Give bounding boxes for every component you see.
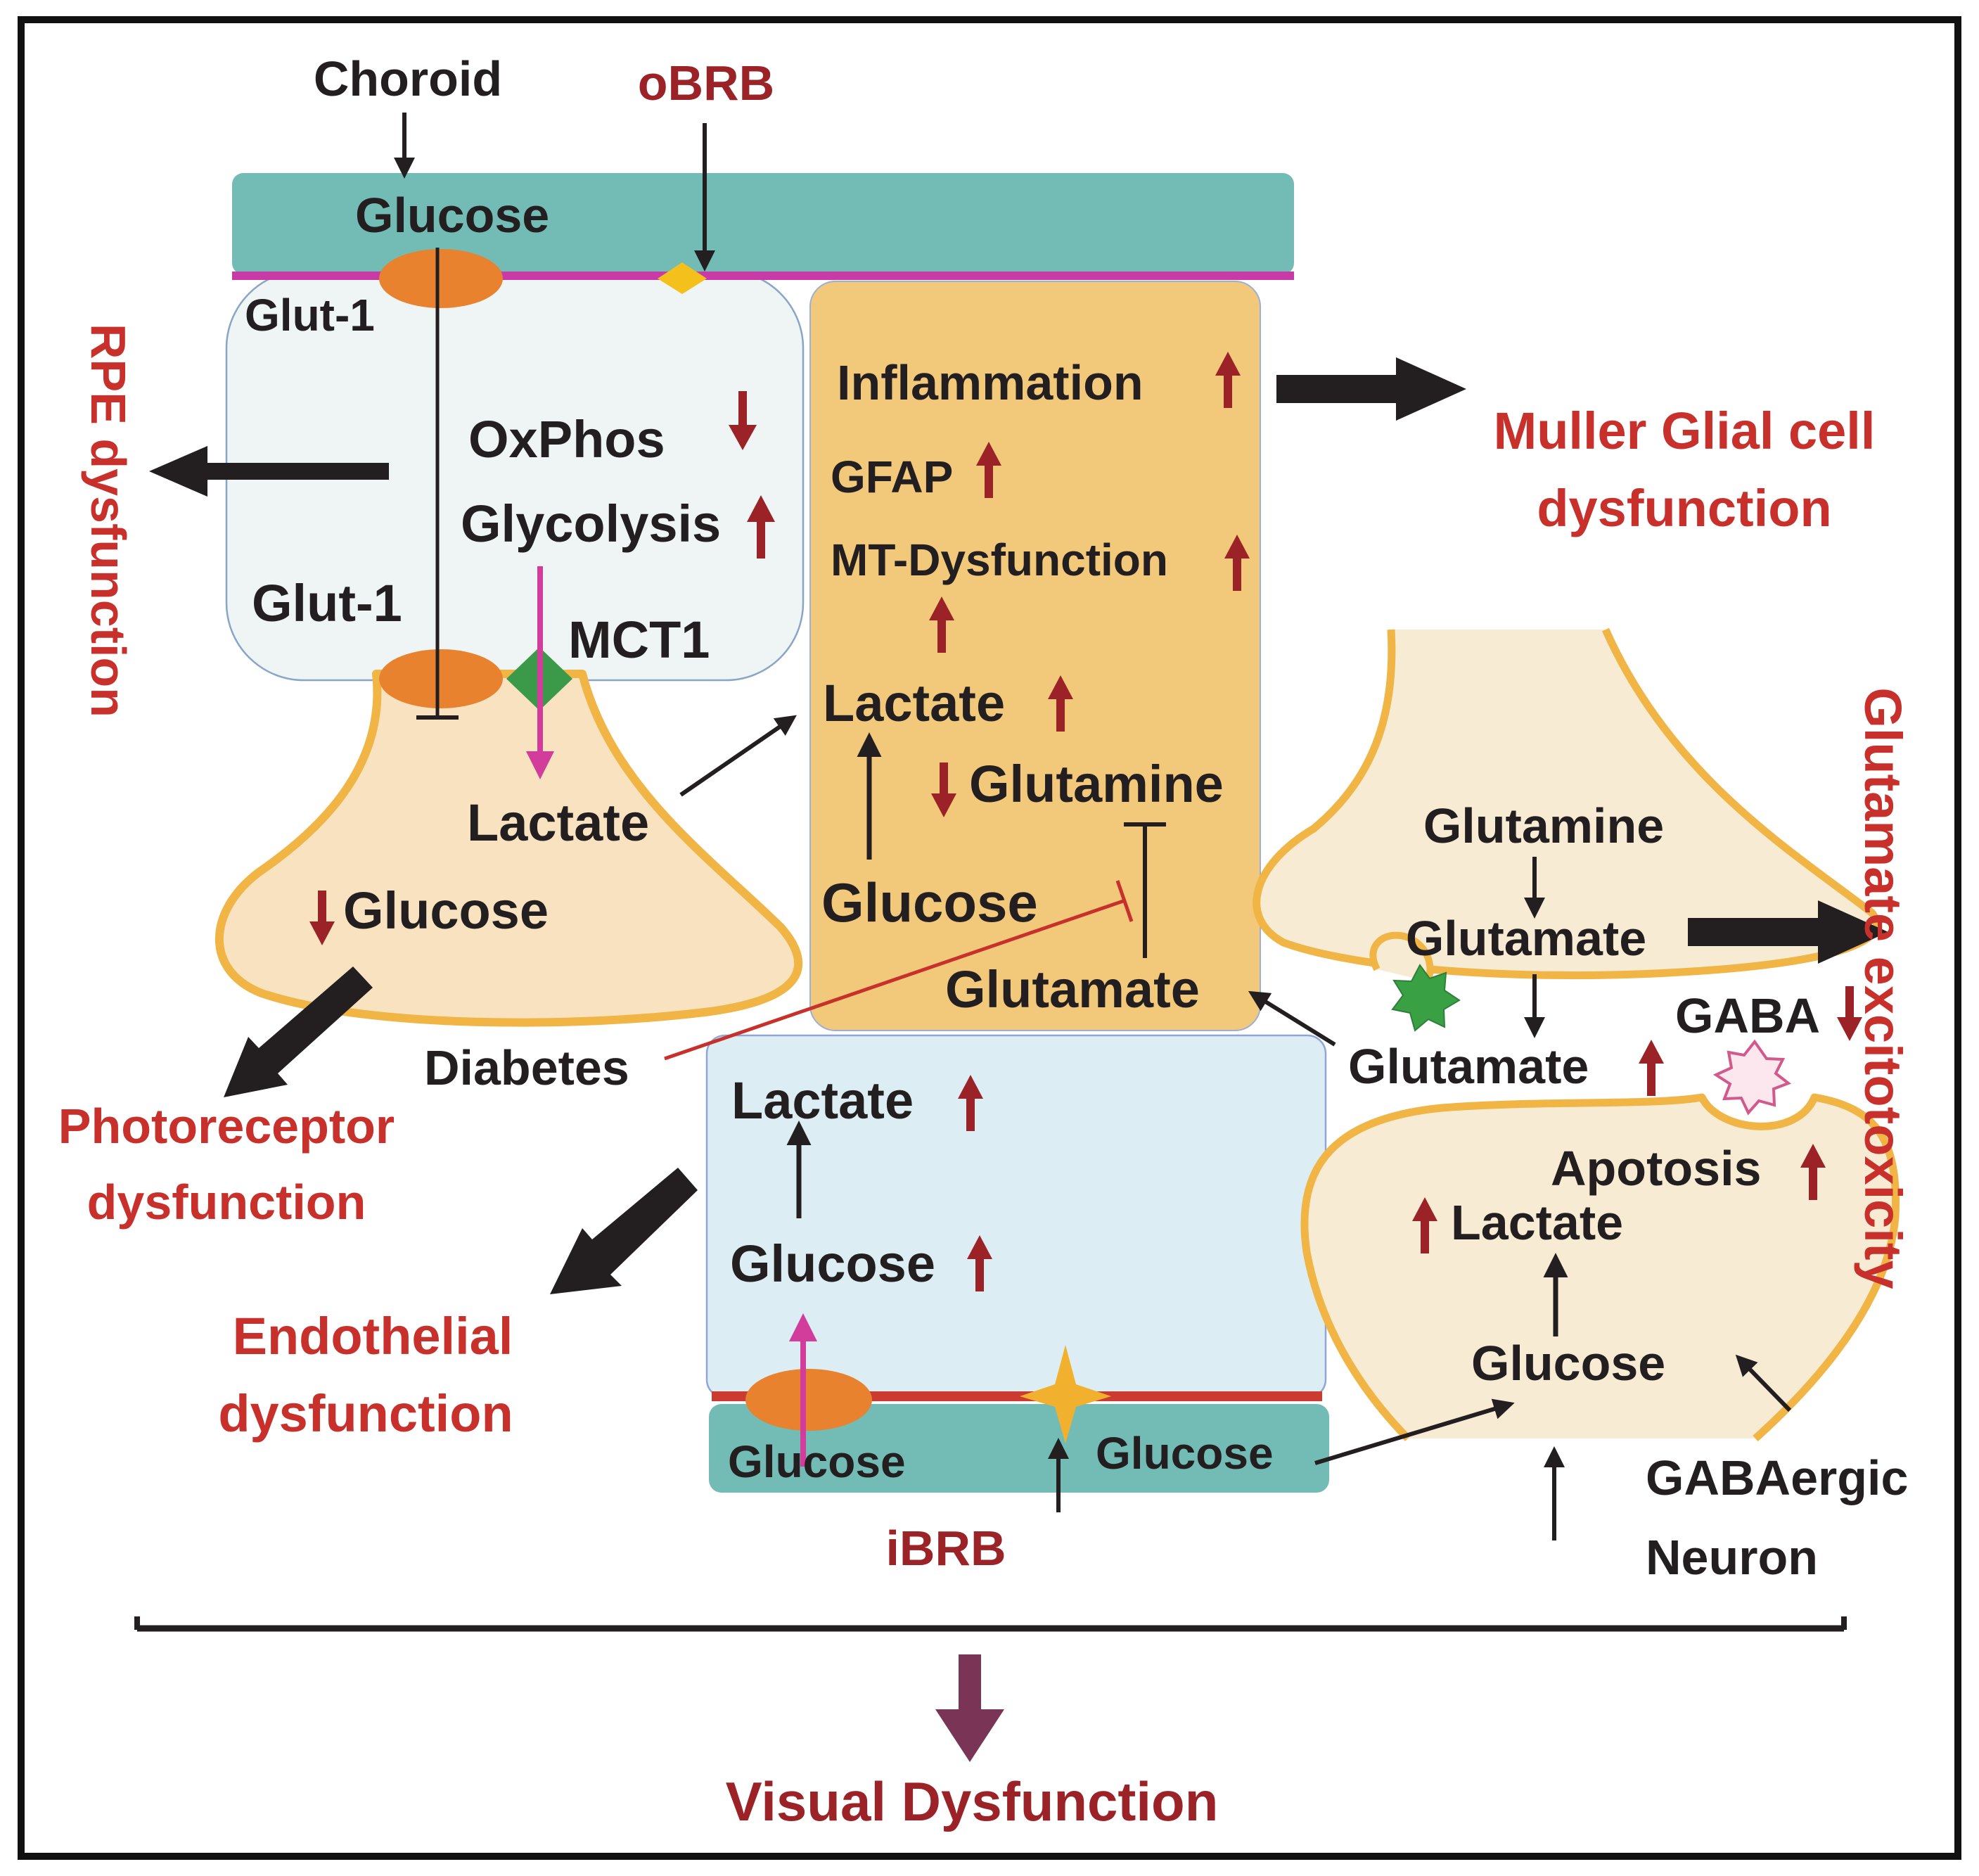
rpe-dysfunction-label: RPE dysfunction [81, 324, 136, 717]
glutamate-excitotoxicity-arrow [1688, 900, 1888, 964]
mt-extra-up-arrow-icon [929, 596, 954, 653]
lactate-to-muller-arrow [679, 715, 797, 797]
muller-glutamine-label: Glutamine [969, 755, 1224, 813]
endothelial-dysfunction-line1: Endothelial [233, 1307, 513, 1365]
ibrb-tight-junction-icon [1020, 1345, 1111, 1443]
glucose-to-neuron-arrow [1314, 1398, 1515, 1465]
gaba-down-arrow-icon [1837, 986, 1862, 1041]
pr-glucose-label: Glucose [343, 881, 549, 940]
diabetes-label: Diabetes [424, 1040, 629, 1095]
gfap-up-arrow-icon [976, 442, 1001, 498]
pr-glucose-down-arrow-icon [309, 891, 335, 945]
neuron-glucose-label: Glucose [1471, 1336, 1665, 1391]
visual-dysfunction-arrow [935, 1654, 1004, 1762]
mt-dysfunction-label: MT-Dysfunction [831, 535, 1168, 585]
endo-glucose-label: Glucose [730, 1234, 935, 1293]
gabaergic-label-arrow [1735, 1354, 1792, 1412]
gabaergic-neuron-line2: Neuron [1646, 1530, 1818, 1585]
choroid-label: Choroid [314, 51, 502, 106]
rpe-dysfunction-arrow [149, 446, 389, 497]
synapse-to-muller-glutamate-arrow [1248, 990, 1336, 1047]
rpe-glucose-label: Glucose [355, 188, 549, 243]
mt-dysfunction-up-arrow-icon [1224, 535, 1250, 591]
gabaergic-neuron-line1: GABAergic [1646, 1450, 1908, 1505]
muller-glial-cell [809, 281, 1261, 1031]
inflammation-label: Inflammation [837, 355, 1144, 410]
diabetes-inhibition-bar [1115, 880, 1134, 922]
neuron-lactate-up-arrow-icon [1412, 1197, 1437, 1253]
gaba-label: GABA [1675, 988, 1820, 1043]
muller-dysfunction-line1: Muller Glial cell [1494, 402, 1876, 460]
obrb-tight-junction-icon [658, 262, 707, 294]
endo-lactate-up-arrow-icon [958, 1075, 983, 1131]
neuron-glutamine-label: Glutamine [1423, 798, 1664, 853]
glutamine-down-arrow-icon [931, 762, 956, 817]
ibrb-glucose-left-label: Glucose [728, 1436, 906, 1487]
endothelial-dysfunction-arrow [550, 1168, 698, 1294]
endo-glucose-up-arrow-icon [967, 1235, 992, 1291]
ibrb-glucose-right-label: Glucose [1096, 1428, 1274, 1479]
endo-lactate-label: Lactate [731, 1071, 914, 1130]
muller-glutamate-label: Glutamate [945, 960, 1200, 1019]
glutamate-excitotoxicity-label: Glutamate excitotoxicity [1854, 687, 1912, 1289]
glut1-bottom-label: Glut-1 [252, 574, 402, 632]
pink-starburst-icon [1712, 1039, 1792, 1116]
glut1-transporter-top [379, 249, 503, 308]
green-starburst-icon [1391, 964, 1461, 1032]
photoreceptor-cell [215, 670, 803, 1027]
presynaptic-terminal [1253, 627, 1881, 980]
ibrb-membrane [709, 1404, 1329, 1493]
neuron-lactate-label: Lactate [1451, 1195, 1623, 1250]
photoreceptor-dysfunction-line1: Photoreceptor [58, 1099, 395, 1154]
gfap-label: GFAP [831, 452, 953, 502]
pr-lactate-label: Lactate [467, 793, 649, 852]
oxphos-label: OxPhos [468, 410, 665, 468]
muller-lactate-label: Lactate [823, 674, 1005, 732]
apoptosis-label: Apotosis [1551, 1141, 1761, 1196]
glycolysis-up-arrow-icon [747, 495, 775, 559]
inflammation-up-arrow-icon [1215, 352, 1241, 408]
diabetes-inhibition-line [664, 898, 1126, 1061]
apoptosis-up-arrow-icon [1800, 1144, 1826, 1200]
glutamate-vesicle [1369, 931, 1434, 983]
muller-dysfunction-arrow [1276, 357, 1466, 421]
muller-dysfunction-line2: dysfunction [1537, 479, 1831, 537]
photoreceptor-dysfunction-arrow [224, 966, 373, 1097]
muller-lactate-up-arrow-icon [1048, 675, 1073, 732]
glut1-transporter-bottom [379, 649, 503, 708]
endothelial-dysfunction-line2: dysfunction [218, 1384, 513, 1443]
neuron-glutamate-label: Glutamate [1406, 911, 1646, 966]
synapse-glutamate-up-arrow-icon [1639, 1040, 1664, 1096]
glycolysis-label: Glycolysis [461, 494, 721, 553]
glut1-transporter-ibrb [745, 1369, 872, 1431]
oxphos-down-arrow-icon [729, 391, 757, 450]
obrb-membrane [232, 173, 1294, 274]
photoreceptor-dysfunction-line2: dysfunction [87, 1175, 366, 1230]
synapse-glutamate-label: Glutamate [1348, 1039, 1589, 1094]
visual-dysfunction-label: Visual Dysfunction [726, 1770, 1219, 1832]
muller-glucose-label: Glucose [821, 872, 1038, 933]
glut1-top-label: Glut-1 [245, 290, 375, 340]
mct1-label: MCT1 [568, 611, 710, 669]
obrb-label: oBRB [638, 56, 774, 110]
ibrb-label: iBRB [885, 1521, 1006, 1576]
gabaergic-neuron [1300, 1093, 1900, 1442]
